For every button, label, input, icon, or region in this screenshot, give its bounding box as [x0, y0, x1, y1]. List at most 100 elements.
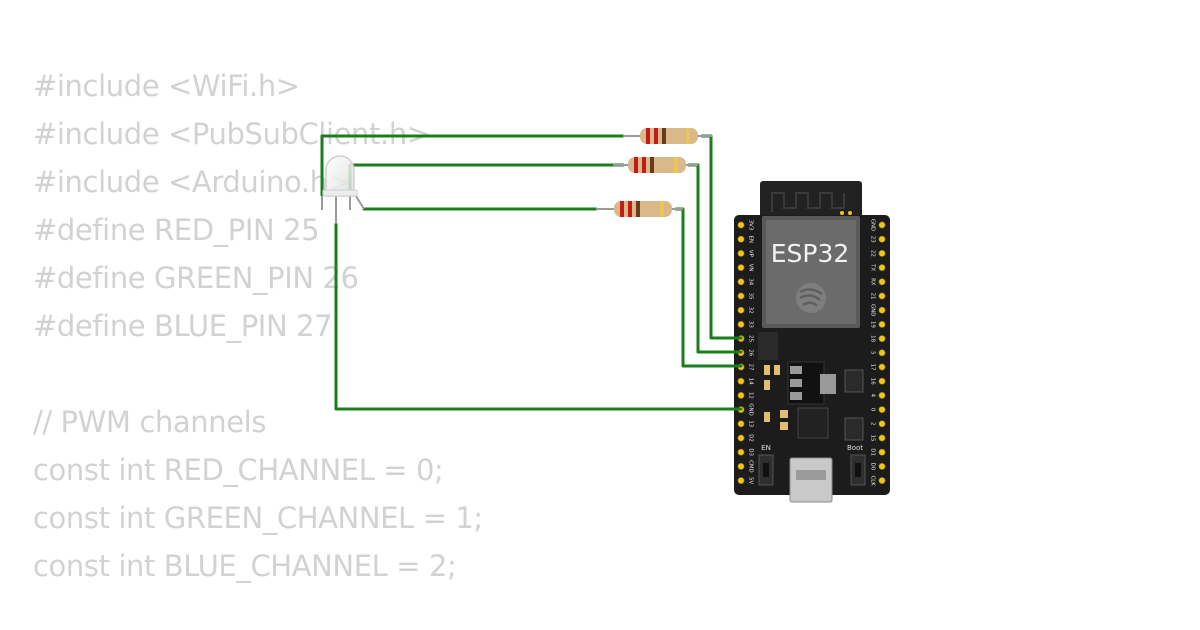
- left-pin[interactable]: [737, 391, 745, 399]
- right-pin[interactable]: [878, 249, 886, 257]
- left-pin-label: 27: [748, 364, 754, 371]
- left-pin-label: D2: [748, 434, 754, 442]
- right-pin-label: 23: [870, 236, 876, 243]
- right-pin[interactable]: [878, 420, 886, 428]
- left-pin[interactable]: [737, 235, 745, 243]
- right-pin-label: 0: [870, 408, 876, 412]
- left-pin-label: CMD: [748, 460, 754, 473]
- right-pin[interactable]: [878, 477, 886, 485]
- left-pin-label: 35: [748, 293, 754, 300]
- right-pin[interactable]: [878, 320, 886, 328]
- code-line: const int GREEN_CHANNEL = 1;: [33, 501, 483, 535]
- right-pin[interactable]: [878, 221, 886, 229]
- wires: [320, 134, 743, 411]
- left-pin[interactable]: [737, 448, 745, 456]
- right-pin-label: RX: [870, 278, 876, 286]
- right-pin-label: 19: [870, 321, 876, 328]
- left-pin-label: VP: [748, 250, 754, 258]
- left-pin-label: 5V: [748, 477, 754, 484]
- code-line: #include <PubSubClient.h>: [33, 117, 431, 151]
- right-pin-label: 2: [870, 422, 876, 425]
- right-pin-label: 16: [870, 378, 876, 385]
- code-line: const int BLUE_CHANNEL = 2;: [33, 549, 457, 583]
- right-pin[interactable]: [878, 406, 886, 414]
- antenna-trace: [771, 192, 845, 212]
- right-pin[interactable]: [878, 278, 886, 286]
- right-pin-label: 17: [870, 364, 876, 371]
- led-lens: [325, 155, 355, 197]
- left-pin[interactable]: [737, 221, 745, 229]
- right-pin-label: CLK: [870, 475, 876, 486]
- chip-label: ESP32: [771, 239, 850, 268]
- left-pin-label: 13: [748, 420, 754, 427]
- left-pin-label: 25: [748, 335, 754, 342]
- left-pin[interactable]: [737, 462, 745, 470]
- left-pin[interactable]: [737, 292, 745, 300]
- right-pin[interactable]: [878, 349, 886, 357]
- left-pin-label: 14: [748, 378, 754, 385]
- right-pin[interactable]: [878, 434, 886, 442]
- code-line: #define GREEN_PIN 26: [33, 261, 359, 295]
- rgb-led[interactable]: [321, 155, 365, 224]
- left-pin[interactable]: [737, 264, 745, 272]
- left-pin-label: 3V3: [748, 220, 754, 231]
- boot-label: Boot: [847, 444, 863, 452]
- left-pin[interactable]: [737, 477, 745, 485]
- left-pin[interactable]: [737, 278, 745, 286]
- left-pin-label: 33: [748, 321, 754, 328]
- left-pin[interactable]: [737, 377, 745, 385]
- resistor-green[interactable]: [613, 157, 698, 173]
- code-line: // PWM channels: [33, 405, 267, 439]
- right-pin[interactable]: [878, 292, 886, 300]
- left-pin-label: D3: [748, 448, 754, 456]
- right-pin-label: 21: [870, 293, 876, 300]
- right-pin-label: D1: [870, 448, 876, 456]
- left-pin-label: EN: [748, 235, 754, 242]
- wire-red[interactable]: [320, 134, 625, 197]
- right-pin[interactable]: [878, 462, 886, 470]
- resistor-red[interactable]: [623, 128, 712, 144]
- code-line: #define BLUE_PIN 27: [33, 309, 333, 343]
- left-pin-label: 34: [748, 278, 754, 285]
- en-label: EN: [761, 444, 771, 452]
- antenna-module: [760, 181, 862, 221]
- right-pin-label: GND: [870, 304, 876, 316]
- right-pin[interactable]: [878, 391, 886, 399]
- code-line: const int RED_CHANNEL = 0;: [33, 453, 444, 487]
- left-pin[interactable]: [737, 420, 745, 428]
- wire-green-to-pin26[interactable]: [687, 163, 743, 354]
- left-pin[interactable]: [737, 306, 745, 314]
- code-line: #define RED_PIN 25: [33, 213, 320, 247]
- left-pin-label: 12: [748, 392, 754, 399]
- right-pin[interactable]: [878, 306, 886, 314]
- right-pin[interactable]: [878, 377, 886, 385]
- left-pin[interactable]: [737, 249, 745, 257]
- code-line: #include <WiFi.h>: [33, 69, 300, 103]
- right-pin-label: 22: [870, 250, 876, 257]
- wire-blue-to-pin27[interactable]: [674, 207, 743, 368]
- resistor-blue[interactable]: [596, 201, 683, 217]
- left-pin-header: 3V3ENVPVN343532332526271412GND13D2D3CMD5…: [737, 220, 754, 485]
- right-pin[interactable]: [878, 335, 886, 343]
- right-pin-label: 15: [870, 435, 876, 442]
- left-pin-label: 32: [748, 307, 754, 314]
- left-pin[interactable]: [737, 434, 745, 442]
- right-pin[interactable]: [878, 264, 886, 272]
- wire-green[interactable]: [348, 163, 625, 197]
- wire-common-gnd[interactable]: [334, 222, 743, 411]
- left-pin[interactable]: [737, 320, 745, 328]
- right-pin-label: GND: [870, 219, 876, 231]
- usb-uart-chip: [797, 407, 829, 439]
- right-pin-label: 18: [870, 335, 876, 342]
- right-pin-label: D0: [870, 463, 876, 471]
- right-pin-label: 5: [870, 351, 876, 354]
- left-pin-label: VN: [748, 264, 754, 272]
- right-pin[interactable]: [878, 363, 886, 371]
- right-pin[interactable]: [878, 235, 886, 243]
- espressif-logo-icon: [796, 283, 826, 313]
- right-pin[interactable]: [878, 448, 886, 456]
- left-pin-label: 26: [748, 349, 754, 356]
